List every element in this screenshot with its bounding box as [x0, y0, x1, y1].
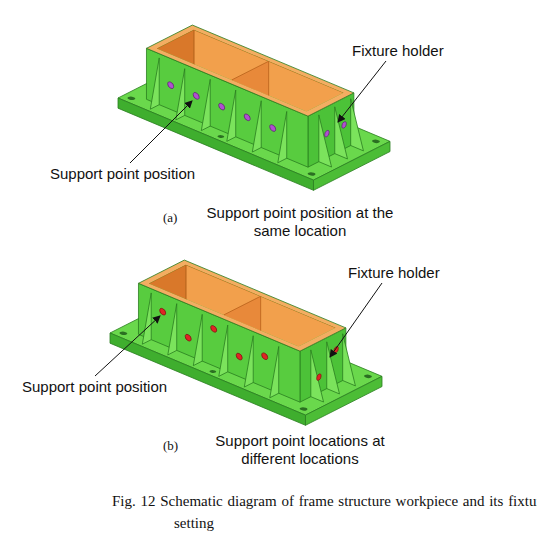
fixture-a: [101, 0, 441, 268]
leader-line: [130, 101, 192, 163]
part-label: Fixture holder: [348, 264, 440, 282]
callout-label: Support point position: [50, 165, 195, 183]
figure-caption: Fig. 12 Schematic diagram of frame struc…: [112, 490, 537, 534]
leader-line: [338, 61, 386, 122]
fixture-b: [93, 163, 433, 503]
leader-line: [330, 283, 382, 357]
part-label: Fixture holder: [352, 42, 444, 60]
subfigure-tag: (a): [163, 209, 177, 227]
subfigure-caption: Support point position at the same locat…: [190, 204, 410, 240]
callout-label: Support point position: [22, 378, 167, 396]
subfigure-caption: Support point locations at different loc…: [190, 432, 410, 468]
subfigure-tag: (b): [163, 437, 178, 455]
leader-line: [95, 316, 160, 376]
